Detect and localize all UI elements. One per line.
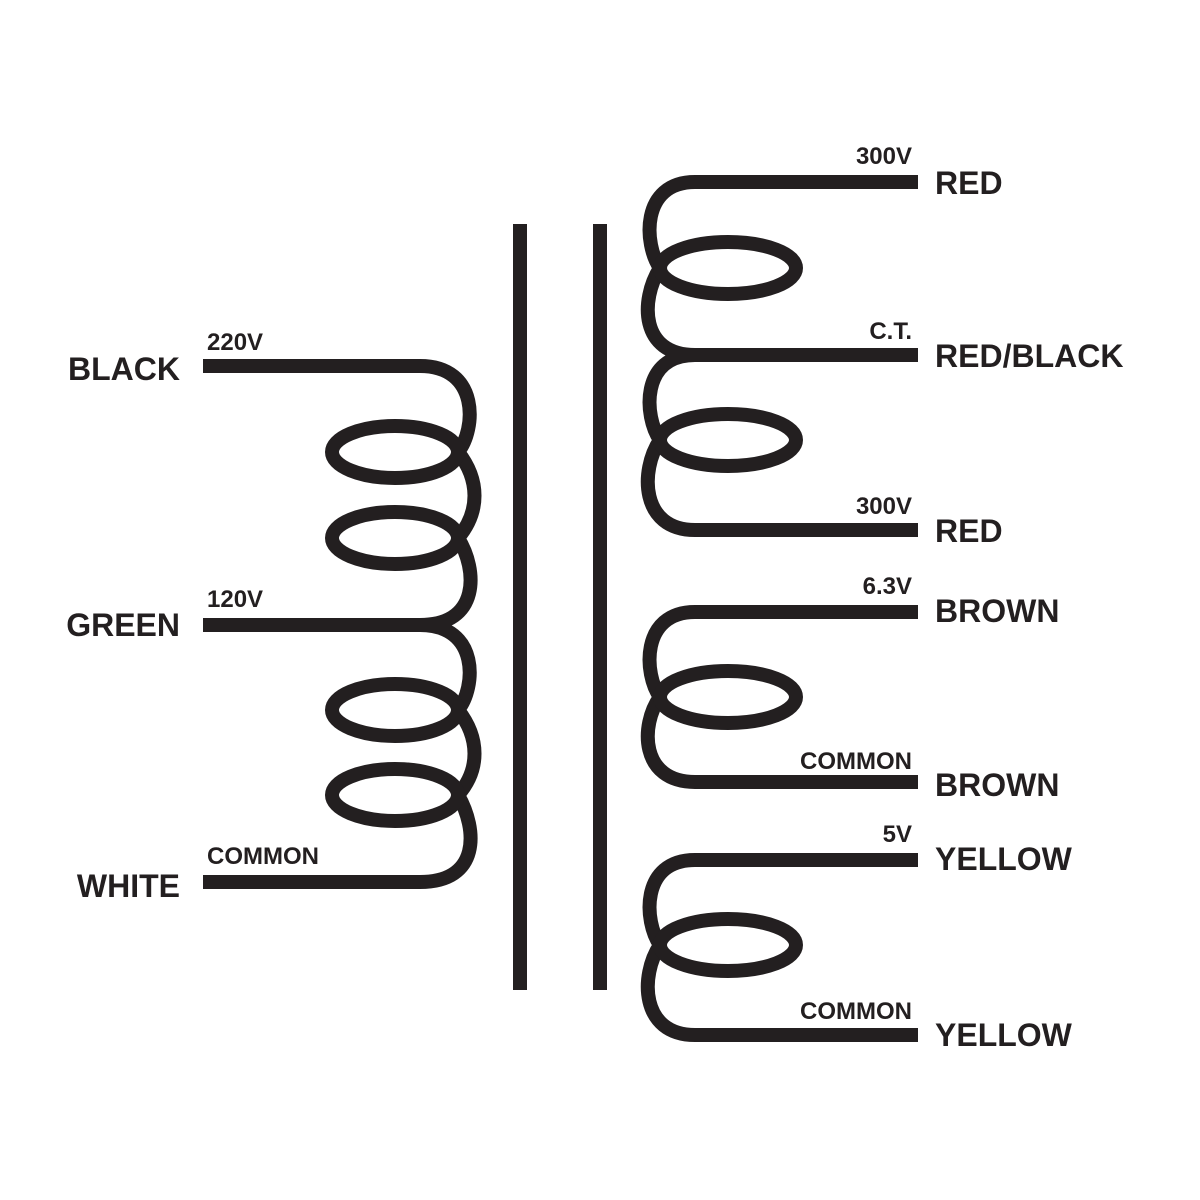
filament-5-winding bbox=[640, 853, 918, 1042]
wire-label-red-bottom: RED bbox=[935, 513, 1003, 549]
voltage-label-ct: C.T. bbox=[869, 318, 912, 345]
wire-label-brown-bottom: BROWN bbox=[935, 767, 1059, 803]
voltage-label-brown-common: COMMON bbox=[800, 748, 912, 775]
wire-label-yellow-bottom: YELLOW bbox=[935, 1017, 1073, 1053]
voltage-label-300v-bottom: 300V bbox=[856, 493, 912, 520]
wire-label-red-top: RED bbox=[935, 165, 1003, 201]
wire-label-red-black: RED/BLACK bbox=[935, 338, 1123, 374]
wire-label-brown-top: BROWN bbox=[935, 593, 1059, 629]
voltage-label-5v: 5V bbox=[883, 821, 912, 848]
wire-label-black: BLACK bbox=[68, 351, 180, 387]
wire-label-green: GREEN bbox=[66, 607, 180, 643]
voltage-label-yellow-common: COMMON bbox=[800, 998, 912, 1025]
voltage-label-300v-top: 300V bbox=[856, 143, 912, 170]
voltage-label-220v: 220V bbox=[207, 329, 263, 356]
voltage-label-6-3v: 6.3V bbox=[863, 573, 912, 600]
wire-label-white: WHITE bbox=[77, 868, 180, 904]
core-bar-right bbox=[593, 224, 607, 990]
filament-63-winding bbox=[640, 605, 918, 789]
core-bar-left bbox=[513, 224, 527, 990]
primary-winding bbox=[203, 359, 482, 889]
voltage-label-120v: 120V bbox=[207, 586, 263, 613]
wire-label-yellow-top: YELLOW bbox=[935, 841, 1073, 877]
hv-secondary-winding bbox=[640, 175, 918, 537]
voltage-label-common: COMMON bbox=[207, 843, 319, 870]
